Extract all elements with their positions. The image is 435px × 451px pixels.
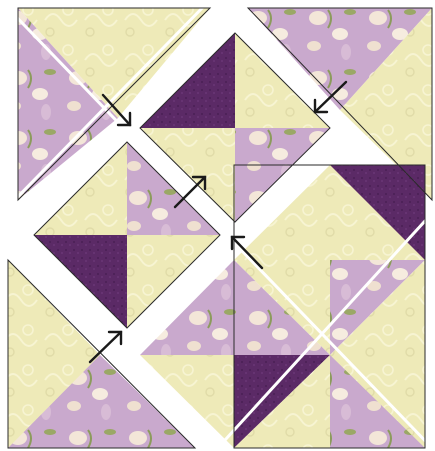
arrow-icon xyxy=(175,177,205,207)
